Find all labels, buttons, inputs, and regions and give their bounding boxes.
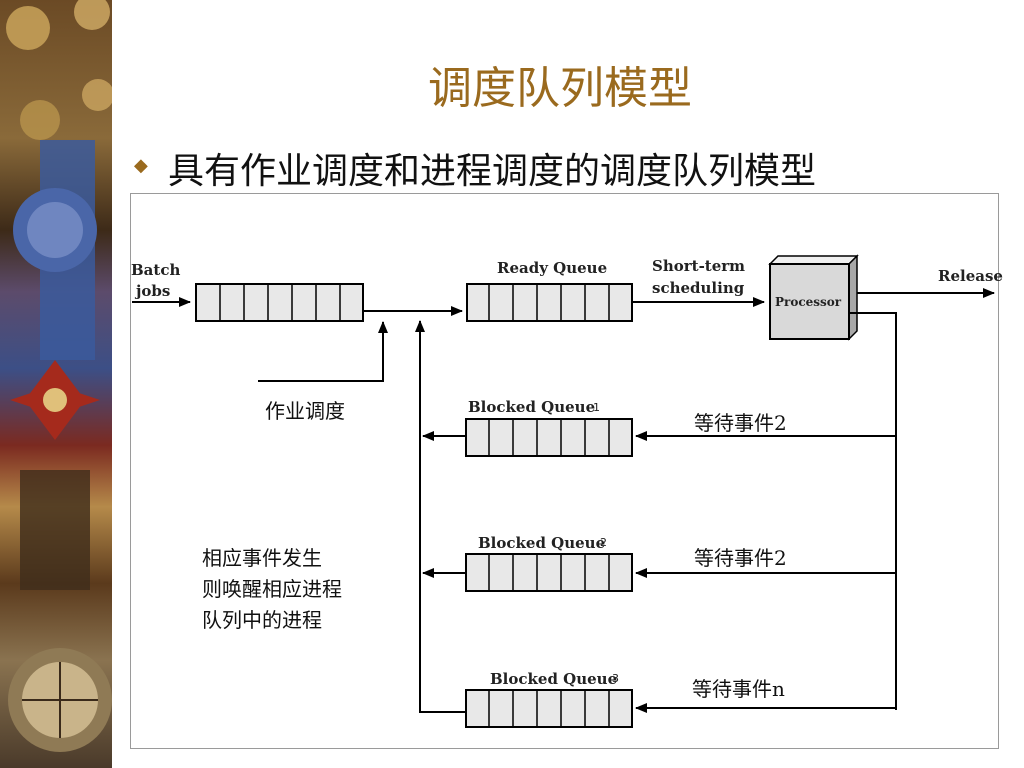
scheduling-label: scheduling bbox=[652, 279, 745, 297]
batch-jobs-label: Batch bbox=[131, 261, 180, 279]
blocked-queue-2-number: 2 bbox=[600, 536, 607, 549]
slide-title: 调度队列模型 bbox=[428, 63, 692, 114]
job-scheduling-arrow bbox=[258, 321, 388, 382]
blocked-queue-1-number: 1 bbox=[593, 401, 600, 414]
wait-event-1-label: 等待事件2 bbox=[694, 411, 787, 435]
blocked-queue-3-label: Blocked Queue bbox=[490, 670, 617, 688]
wakeup-text-line-3: 队列中的进程 bbox=[202, 608, 322, 632]
blocked-queue-1 bbox=[465, 418, 633, 457]
bullet-text: 具有作业调度和进程调度的调度队列模型 bbox=[168, 151, 817, 192]
wait-event-3-label: 等待事件n bbox=[692, 677, 785, 701]
ready-queue bbox=[466, 283, 633, 322]
wakeup-return-arrow bbox=[415, 320, 466, 713]
decorative-side-image bbox=[0, 0, 112, 768]
blocked-queue-2 bbox=[465, 553, 633, 592]
processor-label: Processor bbox=[775, 295, 842, 309]
wait-event-2-label: 等待事件2 bbox=[694, 546, 787, 570]
blocked-queue-2-label: Blocked Queue bbox=[478, 534, 605, 552]
short-term-label: Short-term bbox=[652, 257, 745, 275]
diamond-bullet-icon: ◆ bbox=[134, 155, 148, 176]
wakeup-text-line-1: 相应事件发生 bbox=[202, 546, 322, 570]
blocked-queue-3-number: 3 bbox=[612, 672, 619, 685]
processor-box bbox=[768, 254, 859, 341]
blocked-queue-1-label: Blocked Queue bbox=[468, 398, 595, 416]
release-label: Release bbox=[938, 267, 1003, 285]
blocked-return-line bbox=[849, 312, 897, 710]
wakeup-text-line-2: 则唤醒相应进程 bbox=[202, 577, 342, 601]
job-queue bbox=[195, 283, 364, 322]
batch-jobs-label-2: jobs bbox=[134, 282, 170, 300]
ready-queue-label: Ready Queue bbox=[497, 259, 607, 277]
job-scheduling-label: 作业调度 bbox=[265, 399, 345, 423]
blocked-queue-3 bbox=[465, 689, 633, 728]
